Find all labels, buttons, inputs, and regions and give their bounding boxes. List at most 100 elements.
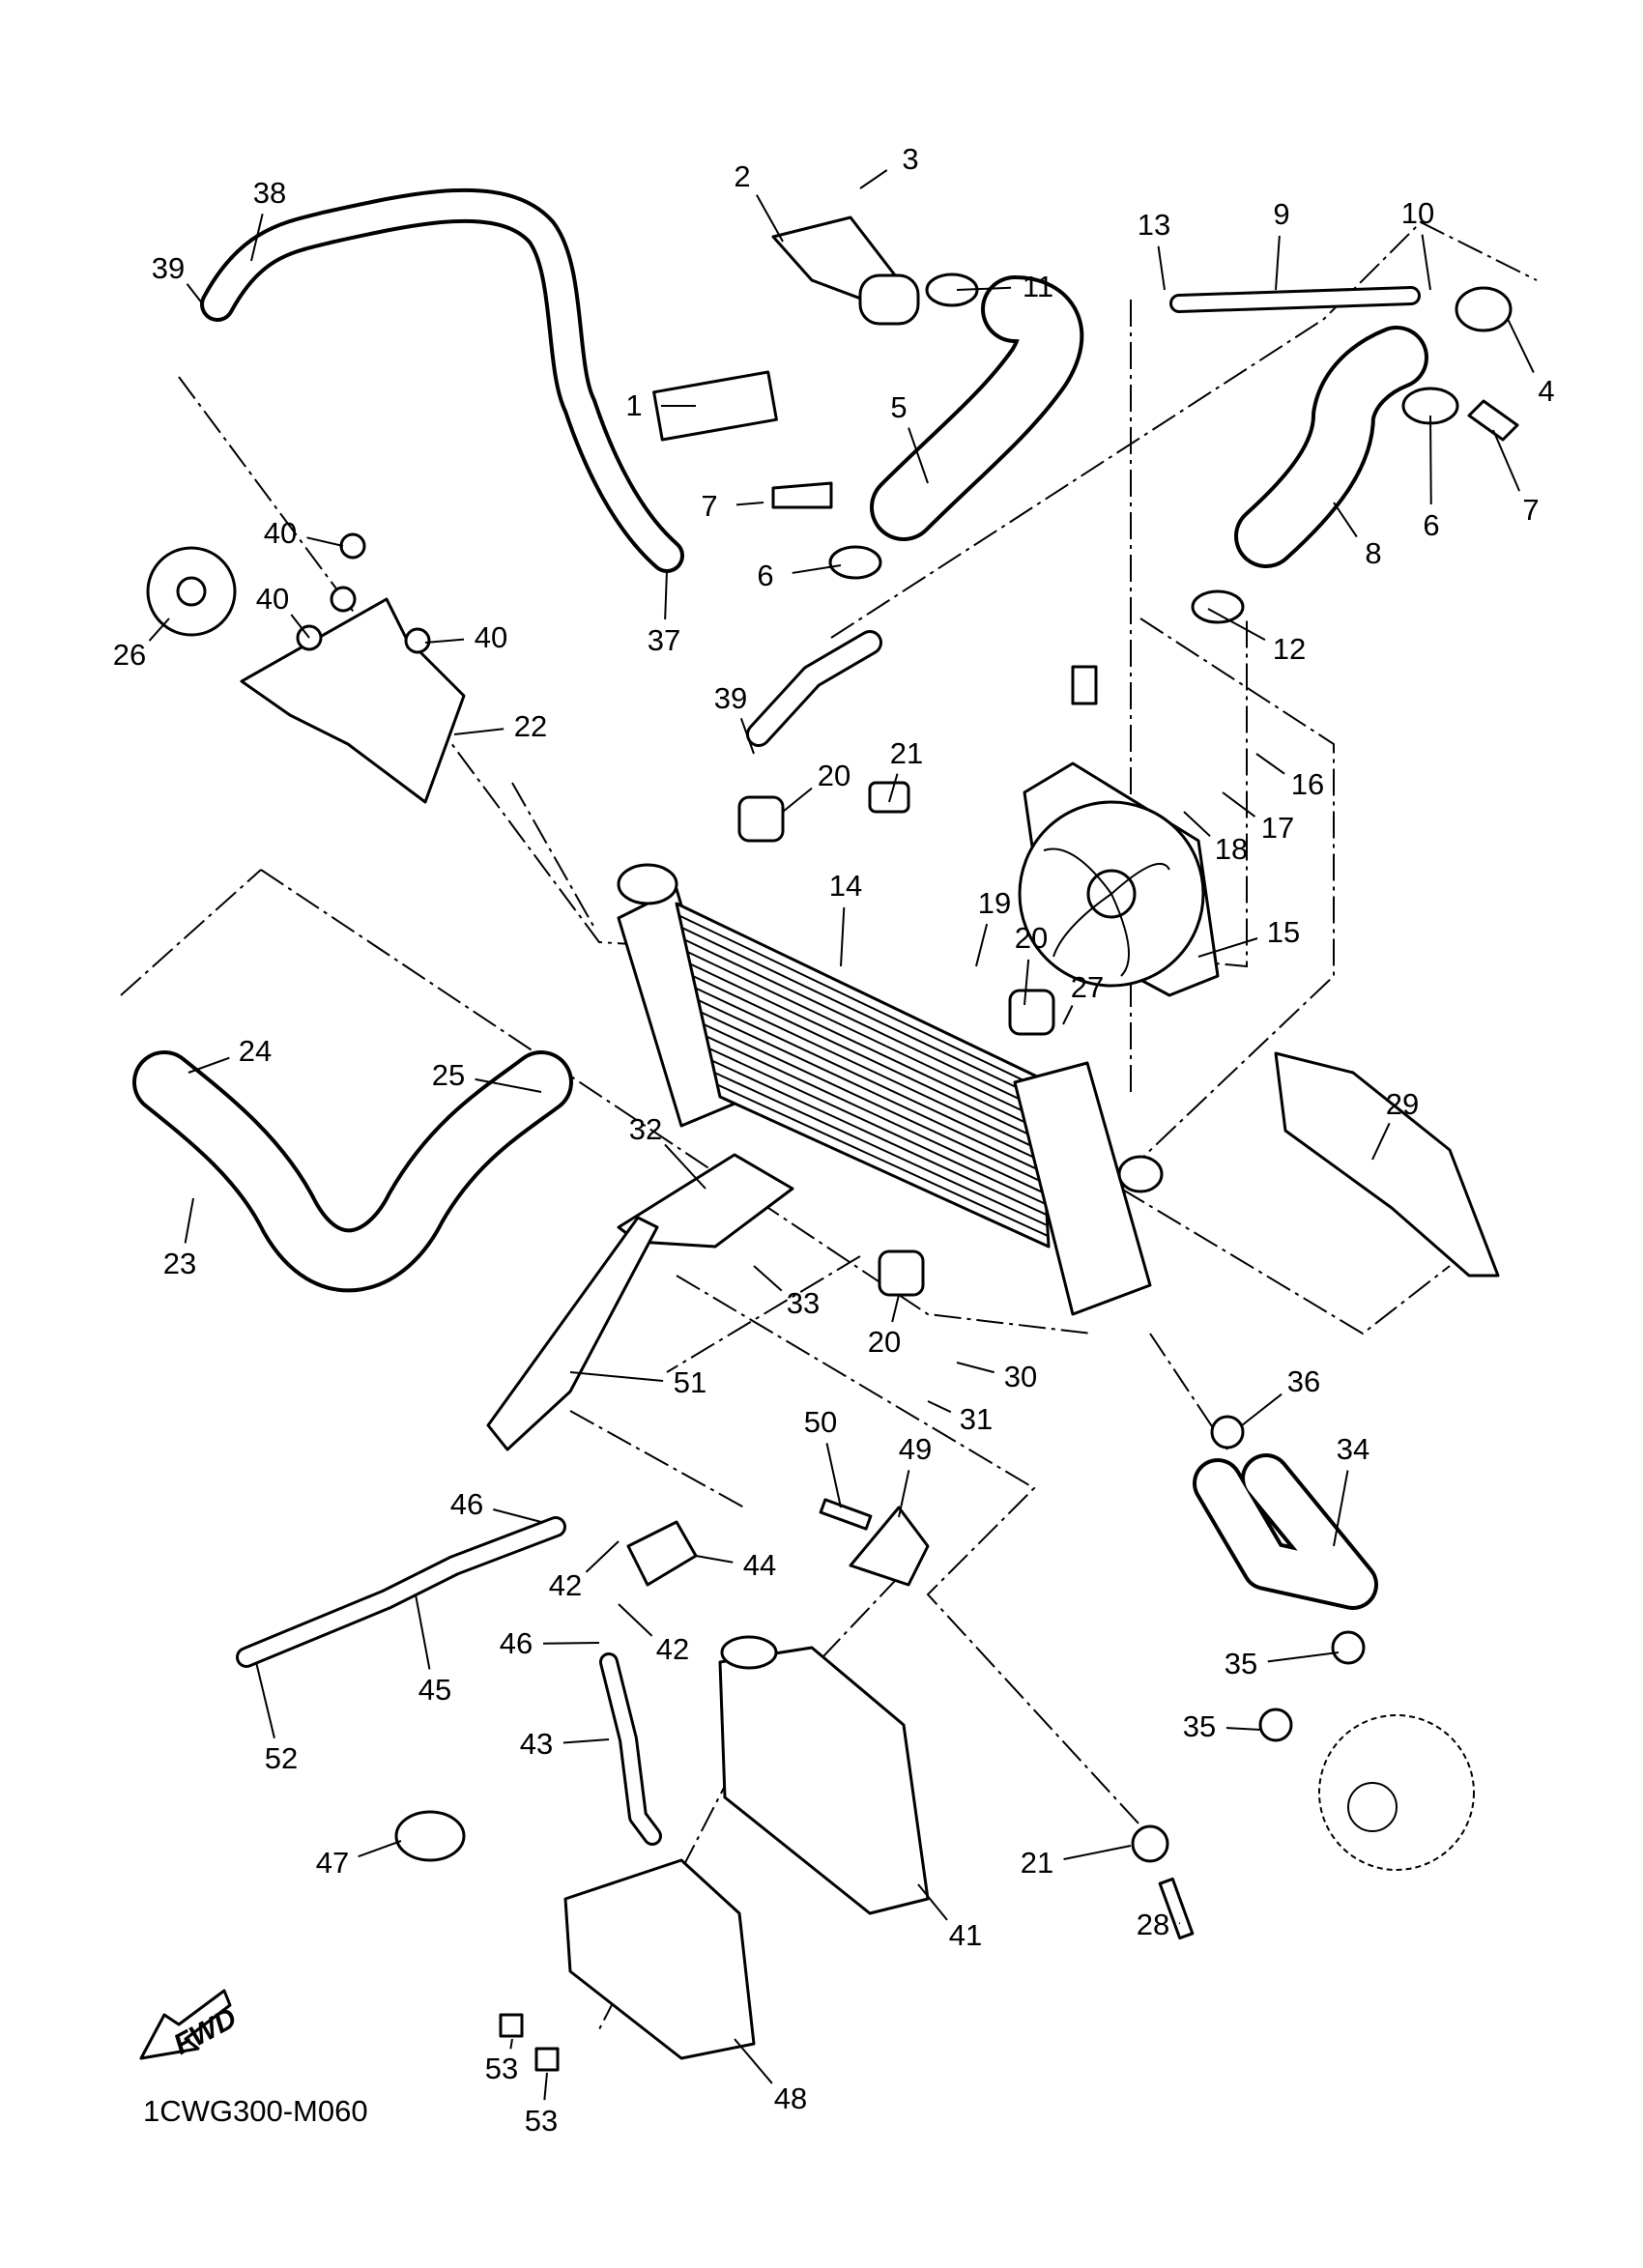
callout-43: 43 bbox=[520, 1727, 553, 1761]
leader-line bbox=[1371, 1122, 1391, 1161]
leader-line bbox=[792, 564, 842, 574]
callout-39: 39 bbox=[714, 681, 747, 715]
leader-line bbox=[664, 569, 668, 620]
leader-line bbox=[1421, 234, 1431, 291]
reservoir-tanks bbox=[563, 1635, 930, 2060]
leader-line bbox=[927, 1400, 952, 1414]
leader-line bbox=[250, 213, 264, 262]
callout-17: 17 bbox=[1261, 811, 1294, 845]
callout-6: 6 bbox=[1423, 508, 1439, 542]
radiator-fin bbox=[689, 962, 1043, 1132]
callout-51: 51 bbox=[674, 1365, 706, 1399]
callout-40: 40 bbox=[256, 582, 289, 616]
callout-16: 16 bbox=[1291, 767, 1324, 801]
leader-line bbox=[1207, 608, 1266, 642]
callout-39: 39 bbox=[152, 251, 185, 285]
leader-line bbox=[664, 1143, 706, 1190]
callout-2: 2 bbox=[734, 159, 750, 193]
leader-line bbox=[695, 1555, 734, 1564]
leader-line bbox=[1197, 937, 1258, 958]
callout-48: 48 bbox=[774, 2081, 807, 2115]
leader-line bbox=[1183, 811, 1211, 838]
leader-line bbox=[618, 1603, 653, 1637]
radiator-fin bbox=[692, 975, 1044, 1142]
callout-4: 4 bbox=[1538, 374, 1554, 408]
leader-line bbox=[1225, 1727, 1262, 1731]
radiator-fin bbox=[698, 999, 1045, 1163]
leader-line bbox=[735, 502, 764, 506]
leader-line bbox=[1507, 318, 1535, 374]
callout-50: 50 bbox=[804, 1405, 837, 1439]
callout-46: 46 bbox=[500, 1626, 533, 1660]
leader-line bbox=[956, 286, 1012, 291]
leader-line bbox=[562, 1738, 610, 1744]
leader-line bbox=[1429, 415, 1432, 505]
callout-49: 49 bbox=[899, 1432, 932, 1466]
callout-22: 22 bbox=[514, 709, 547, 743]
callout-35: 35 bbox=[1225, 1647, 1257, 1680]
callout-1: 1 bbox=[625, 388, 642, 422]
leader-line bbox=[569, 1371, 664, 1383]
callout-33: 33 bbox=[787, 1286, 820, 1320]
leader-line bbox=[453, 728, 504, 735]
leader-line bbox=[475, 1077, 542, 1093]
callout-30: 30 bbox=[1004, 1360, 1037, 1393]
leader-line bbox=[1157, 245, 1166, 291]
leader-line bbox=[755, 194, 784, 243]
fan-assembly bbox=[1018, 665, 1220, 997]
callout-8: 8 bbox=[1365, 536, 1381, 570]
callout-11: 11 bbox=[1023, 270, 1053, 303]
callout-18: 18 bbox=[1215, 832, 1248, 866]
callout-20: 20 bbox=[1015, 921, 1048, 955]
callout-15: 15 bbox=[1267, 915, 1300, 949]
callout-9: 9 bbox=[1273, 197, 1289, 231]
leader-line bbox=[1241, 1392, 1283, 1426]
leader-line bbox=[543, 2072, 548, 2101]
radiator-fin bbox=[713, 1072, 1049, 1227]
leader-line bbox=[734, 2038, 773, 2084]
callout-29: 29 bbox=[1386, 1087, 1419, 1121]
radiator-fin bbox=[703, 1023, 1046, 1185]
callout-42: 42 bbox=[656, 1632, 689, 1666]
leader-line bbox=[542, 1642, 600, 1645]
leader-line bbox=[358, 1840, 402, 1858]
radiator bbox=[617, 863, 1164, 1316]
leader-line bbox=[888, 773, 899, 803]
leader-line bbox=[1333, 1470, 1349, 1547]
callout-45: 45 bbox=[418, 1673, 451, 1707]
radiator-fin bbox=[695, 987, 1044, 1153]
callout-53: 53 bbox=[525, 2104, 558, 2138]
hoses bbox=[132, 187, 1428, 1846]
callout-27: 27 bbox=[1071, 970, 1104, 1004]
callout-37: 37 bbox=[648, 623, 680, 657]
leader-line bbox=[825, 1443, 842, 1508]
leader-line bbox=[1063, 1845, 1132, 1860]
callout-36: 36 bbox=[1287, 1364, 1320, 1398]
radiator-fin bbox=[716, 1083, 1049, 1237]
callout-13: 13 bbox=[1138, 208, 1170, 242]
leader-line bbox=[186, 283, 204, 305]
leader-line bbox=[424, 638, 465, 644]
leader-line bbox=[1333, 502, 1358, 538]
leader-line bbox=[184, 1197, 194, 1244]
leader-line bbox=[898, 1470, 910, 1518]
callout-7: 7 bbox=[701, 489, 717, 523]
leader-line bbox=[859, 169, 888, 189]
callout-40: 40 bbox=[475, 620, 507, 654]
leader-line bbox=[255, 1661, 275, 1738]
callout-42: 42 bbox=[549, 1568, 582, 1602]
radiator-fin bbox=[684, 938, 1042, 1110]
radiator-fin bbox=[678, 914, 1041, 1089]
callout-47: 47 bbox=[316, 1846, 349, 1880]
leader-line bbox=[956, 1362, 994, 1374]
leader-line bbox=[1222, 791, 1256, 818]
radiator-fin bbox=[686, 951, 1042, 1121]
leader-line bbox=[1275, 235, 1281, 291]
callout-35: 35 bbox=[1183, 1709, 1216, 1743]
radiator-fin bbox=[711, 1059, 1048, 1217]
radiator-fin bbox=[700, 1011, 1046, 1174]
leader-line bbox=[1062, 1004, 1074, 1025]
radiator-fin bbox=[681, 927, 1041, 1100]
leader-line bbox=[509, 2038, 513, 2050]
